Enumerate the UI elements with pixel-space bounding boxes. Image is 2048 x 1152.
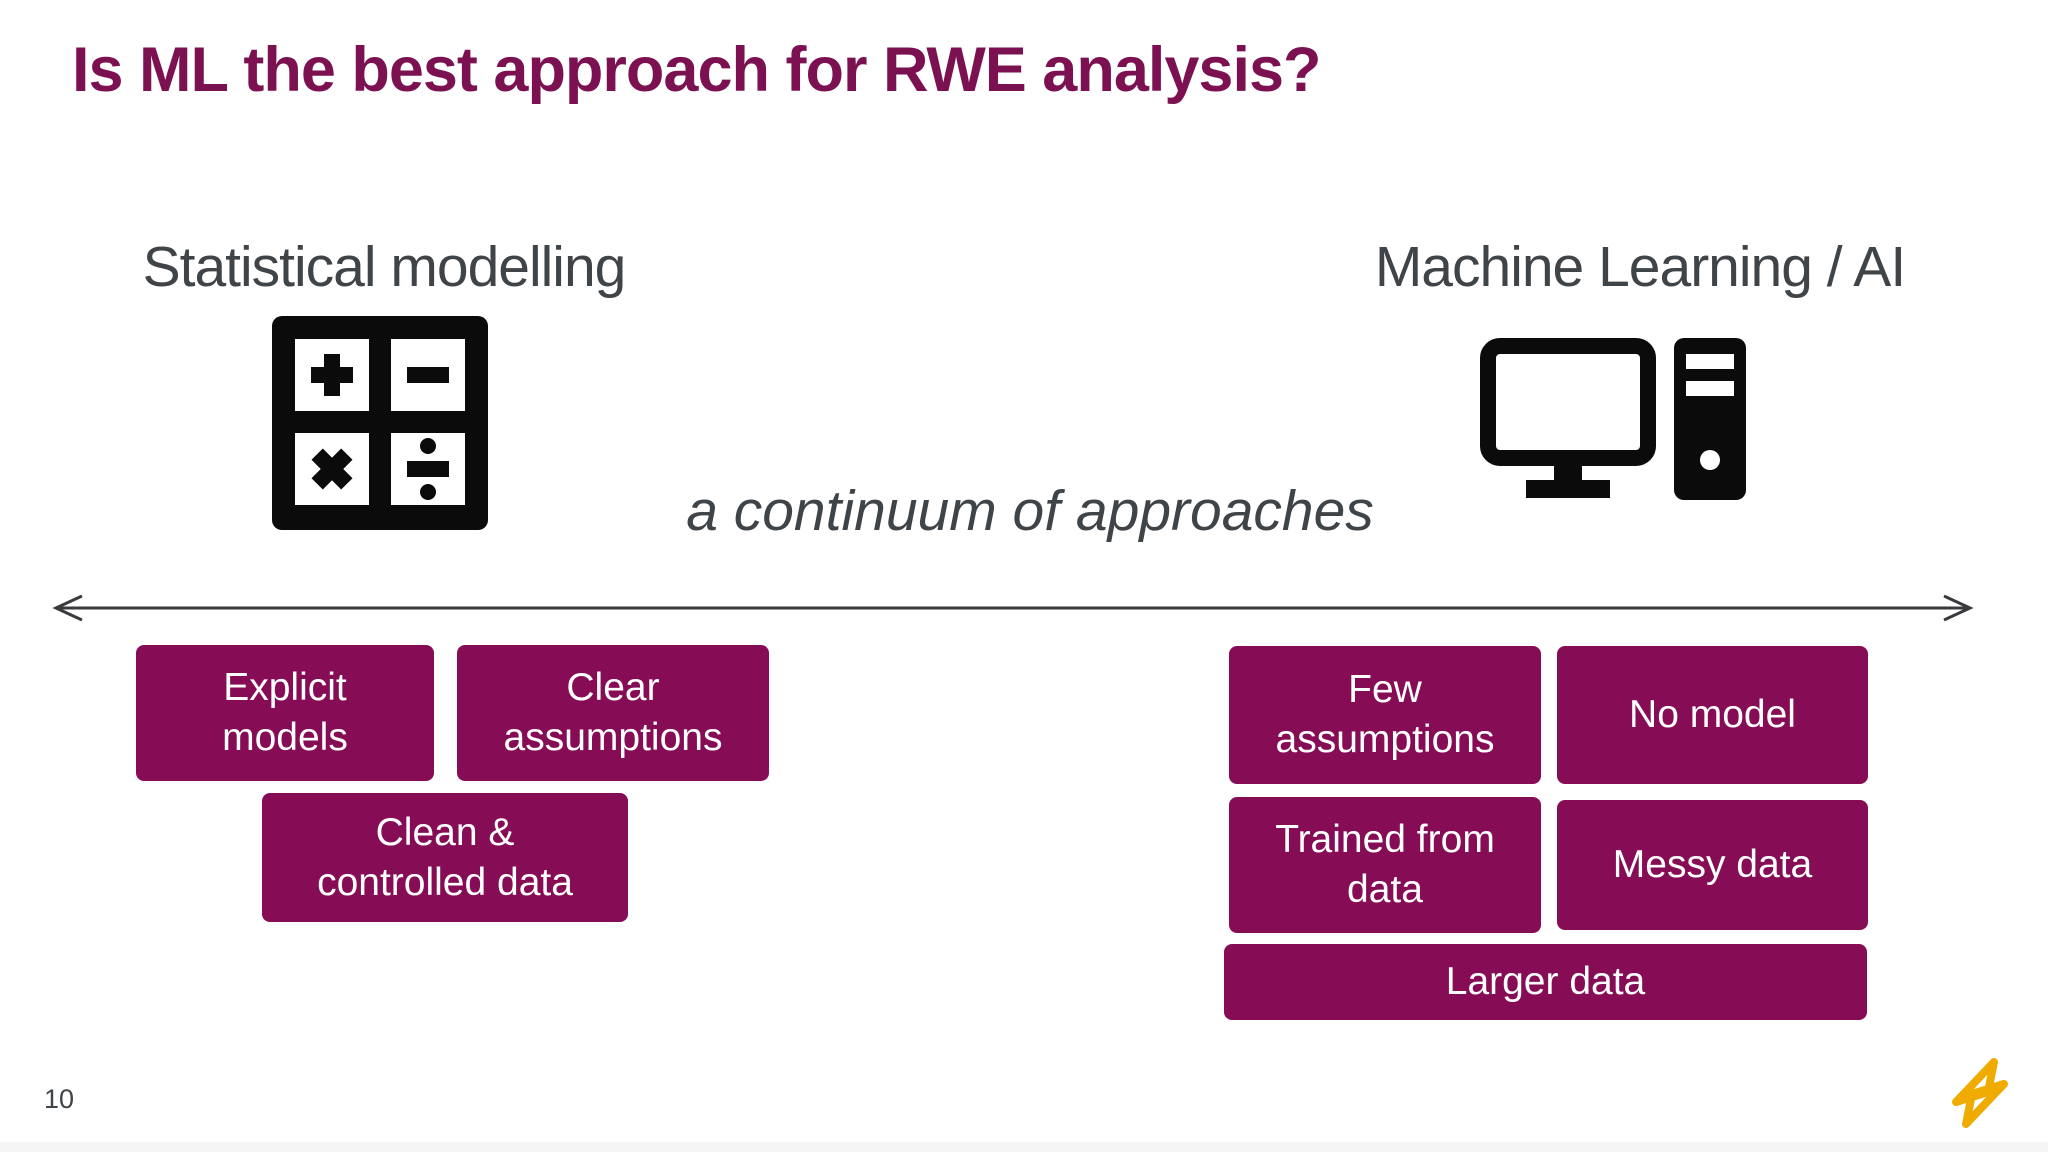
continuum-caption: a continuum of approaches	[686, 479, 1374, 543]
messy-data-box: Messy data	[1557, 800, 1868, 930]
clean-controlled-data-box: Clean & controlled data	[262, 793, 628, 922]
machine-learning-header: Machine Learning / AI	[1374, 235, 1906, 299]
explicit-models-box: Explicit models	[136, 645, 434, 781]
statistical-modelling-header: Statistical modelling	[142, 235, 627, 299]
clear-assumptions-box: Clear assumptions	[457, 645, 769, 781]
bottom-edge-strip	[0, 1142, 2048, 1152]
no-model-box: No model	[1557, 646, 1868, 784]
few-assumptions-box: Few assumptions	[1229, 646, 1541, 784]
larger-data-box: Larger data	[1224, 944, 1867, 1020]
slide-page-number: 10	[44, 1084, 75, 1114]
trained-from-data-box: Trained from data	[1229, 797, 1541, 933]
page-title: Is ML the best approach for RWE analysis…	[72, 35, 1321, 105]
astrazeneca-logo-icon	[1942, 1054, 2018, 1132]
calculator-icon	[272, 316, 488, 535]
continuum-arrow-icon	[48, 592, 1978, 624]
computer-icon	[1480, 338, 1752, 515]
